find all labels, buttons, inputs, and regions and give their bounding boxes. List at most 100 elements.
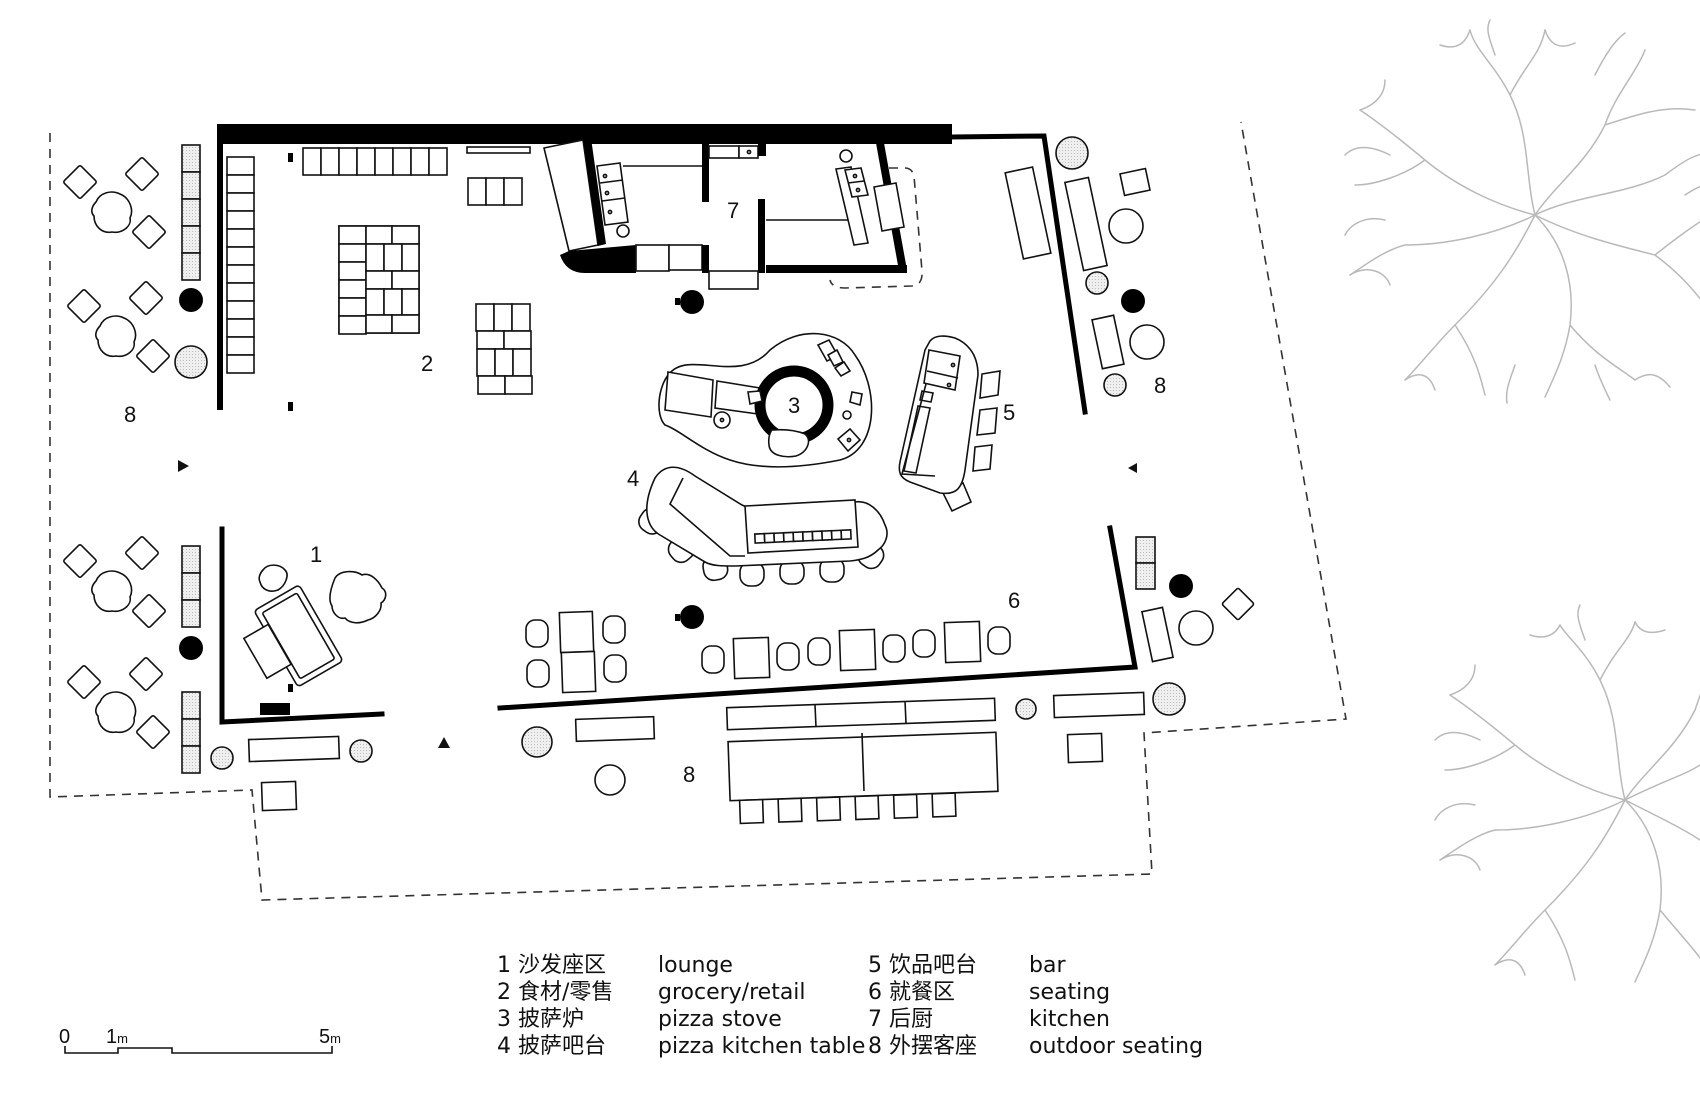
shelf-cell [226, 156, 255, 176]
dining-seating [525, 610, 1011, 694]
kitchen-area: 7 [543, 138, 923, 290]
building-walls [217, 124, 1138, 725]
planter-box [181, 599, 201, 628]
crate [503, 330, 532, 350]
legend-item: 6 就餐区 [868, 980, 955, 1005]
tray-cell [763, 532, 776, 544]
crate [338, 297, 367, 317]
shelf-cell [226, 210, 255, 230]
legend-item: 5 饮品吧台 [868, 953, 977, 978]
zone-label-seating: 6 [1008, 588, 1020, 613]
legend-item: bar [1029, 953, 1066, 978]
planter-icon [349, 739, 373, 763]
planter-icon [1055, 136, 1089, 170]
crate [477, 375, 506, 395]
crate [504, 375, 533, 395]
stool-square [892, 793, 919, 820]
dining-table [560, 650, 597, 694]
stool-square [1119, 167, 1151, 197]
crate [475, 303, 495, 332]
planter-box [1135, 562, 1156, 590]
stool [1108, 208, 1144, 244]
legend-item: 3 披萨炉 [497, 1007, 584, 1032]
chair [136, 715, 170, 749]
tray-cell [753, 532, 766, 544]
crate [391, 270, 420, 290]
shelf-cell [226, 192, 255, 212]
chair [129, 657, 163, 691]
divider [814, 704, 817, 728]
wall-shelf-top [302, 147, 448, 176]
chair [67, 289, 101, 323]
chair [603, 654, 627, 683]
column-icon [179, 288, 1193, 660]
stool-square [815, 796, 842, 822]
crate [494, 348, 514, 377]
chair [807, 637, 831, 666]
chair [129, 281, 163, 315]
legend-col-en-2: bar seating kitchen outdoor seating [1029, 952, 1203, 1060]
planter-box [181, 252, 201, 281]
crate [401, 243, 420, 272]
crate [365, 288, 385, 316]
dining-table [838, 628, 877, 672]
round-table [91, 191, 133, 234]
divider [861, 732, 865, 792]
tray-cell [773, 531, 785, 544]
planter-box [181, 225, 201, 254]
shelf-cell [410, 147, 430, 176]
stool [594, 764, 626, 796]
tree-icon [1434, 604, 1700, 983]
crate [338, 315, 367, 335]
legend-item: seating [1029, 980, 1111, 1005]
chair [525, 619, 549, 648]
round-table [95, 691, 137, 734]
zone-label-kitchen: 7 [727, 198, 739, 223]
tray-cell [840, 529, 852, 541]
crate [383, 288, 403, 316]
crate [493, 303, 513, 332]
stool-square [1066, 732, 1104, 764]
legend-item: outdoor seating [1029, 1034, 1204, 1059]
legend-item: pizza kitchen table [658, 1034, 866, 1059]
bench [1091, 314, 1125, 370]
legend-item: 4 披萨吧台 [497, 1034, 606, 1059]
chair [125, 536, 159, 570]
planter-icon [174, 345, 208, 379]
crate [338, 225, 367, 245]
legend-col-en-1: lounge grocery/retail pizza stove pizza … [658, 952, 865, 1060]
crate [511, 303, 531, 332]
shelf-cell [320, 147, 340, 176]
display-table [475, 303, 533, 395]
tray-cell [792, 531, 804, 543]
crate [401, 288, 420, 316]
chair [701, 645, 725, 674]
zone-label-bar: 5 [1003, 400, 1015, 425]
crate [338, 261, 367, 281]
shelf-cell [356, 147, 376, 176]
zone-label-outdoor-bottom: 8 [683, 762, 695, 787]
wall-shelf-left [226, 156, 255, 374]
scale-label-one: 1m [106, 1026, 128, 1048]
tray-cell [811, 530, 824, 542]
outdoor-boundary [49, 121, 1347, 901]
tray-cell [782, 531, 795, 543]
stool-square [854, 794, 880, 821]
zone-label-outdoor-right: 8 [1154, 373, 1166, 398]
planter-box [181, 745, 201, 774]
shelf-cell [226, 228, 255, 248]
chair [987, 626, 1011, 655]
shelf-cell [226, 282, 255, 302]
chair [125, 157, 159, 191]
zone-label-outdoor-left: 8 [124, 402, 136, 427]
planter-box [181, 198, 201, 227]
chair [776, 642, 800, 671]
shelf-cell [467, 177, 487, 206]
crate [365, 314, 393, 334]
crate [391, 314, 420, 334]
dining-table [943, 620, 982, 664]
tree-icon [1344, 19, 1700, 404]
crate [365, 243, 385, 272]
stool [1129, 324, 1165, 360]
tray-cell [821, 529, 833, 541]
